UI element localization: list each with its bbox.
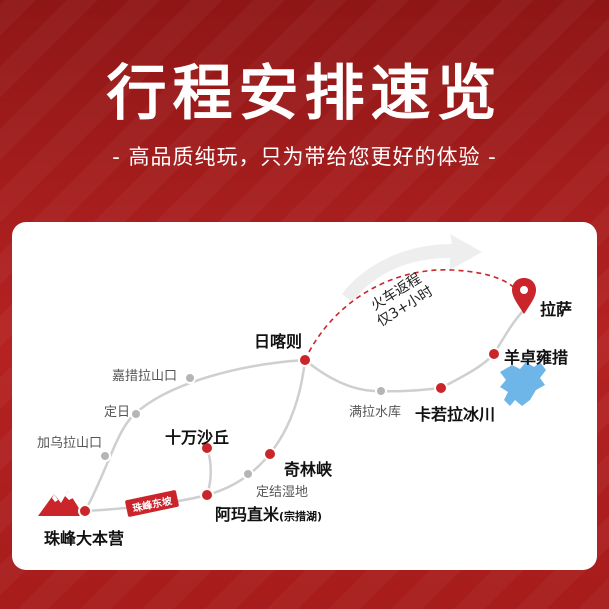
- label-amachemi-sub: (宗措湖): [279, 510, 323, 523]
- lake-shape-icon: [500, 362, 546, 406]
- label-qilin: 奇林峡: [284, 460, 333, 479]
- route-everest-to-shigatse-north: [83, 358, 306, 512]
- stop-shigatse: [298, 353, 312, 367]
- label-yamdrok: 羊卓雍措: [504, 348, 569, 367]
- label-dunes: 十万沙丘: [165, 428, 230, 447]
- mountain-icon: [38, 491, 84, 516]
- header: 行程安排速览 - 高品质纯玩，只为带给您更好的体验 -: [0, 0, 609, 210]
- stop-amachemi: [200, 488, 214, 502]
- label-everest-bc: 珠峰大本营: [44, 529, 125, 548]
- label-tingri: 定日: [104, 405, 131, 420]
- page-subtitle: - 高品质纯玩，只为带给您更好的体验 -: [112, 145, 497, 169]
- stop-qilin: [263, 447, 277, 461]
- label-jiawula: 加乌拉山口: [37, 436, 103, 451]
- stop-karola: [434, 381, 448, 395]
- route-dunes-spur: [205, 447, 212, 496]
- label-shigatse: 日喀则: [254, 332, 303, 351]
- stop-yamdrok: [487, 347, 501, 361]
- train-route: [304, 269, 525, 361]
- label-manla: 满拉水库: [349, 405, 402, 420]
- page-title: 行程安排速览: [106, 59, 503, 129]
- route-shigatse-to-karola: [304, 359, 442, 393]
- label-gyatso-la: 嘉措拉山口: [112, 369, 178, 384]
- stop-wetland: [242, 468, 254, 480]
- map-card: [12, 222, 597, 570]
- stop-gyatso-la: [184, 372, 196, 384]
- route-map: [38, 234, 546, 518]
- label-amachemi: 阿玛直米(宗措湖): [215, 501, 322, 525]
- label-karola: 卡若拉冰川: [415, 405, 496, 424]
- label-lhasa: 拉萨: [540, 300, 573, 319]
- location-pin-icon: [512, 278, 536, 314]
- return-arrow-icon: [342, 234, 482, 302]
- stop-manla: [375, 385, 387, 397]
- stop-jiawula: [99, 450, 111, 462]
- stop-everest-bc: [78, 504, 92, 518]
- label-amachemi-main: 阿玛直米: [215, 505, 280, 524]
- route-karola-to-yamdrok: [440, 353, 495, 390]
- stop-tingri: [130, 408, 142, 420]
- stop-dunes: [200, 441, 214, 455]
- label-wetland: 定结湿地: [256, 485, 309, 500]
